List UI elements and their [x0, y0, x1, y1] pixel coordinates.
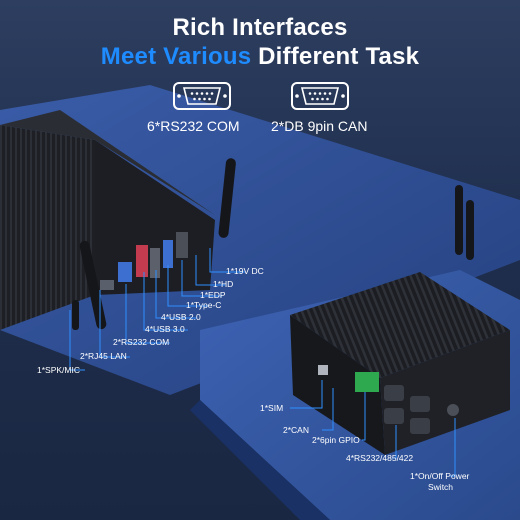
label-usb-2: 4*USB 2.0 [161, 312, 201, 322]
headline-line-1: Rich Interfaces [172, 14, 348, 41]
left-device [0, 110, 236, 330]
headline-rest: Different Task [251, 43, 420, 70]
label-power-switch-line1: 1*On/Off Power [410, 471, 470, 481]
label-can: 2*CAN [283, 425, 309, 435]
can-label: 2*DB 9pin CAN [271, 118, 368, 134]
label-usb-3: 4*USB 3.0 [145, 324, 185, 334]
headline-accent: Meet Various [100, 43, 252, 70]
label-hd: 1*HD [213, 279, 234, 289]
rs232-connector-icon [173, 82, 231, 110]
label-spk-mic: 1*SPK/MIC [37, 365, 80, 375]
label-rs232-com: 2*RS232 COM [113, 337, 170, 347]
db9-connector-icon [291, 82, 349, 110]
right-device [290, 185, 510, 455]
left-platform [0, 85, 520, 395]
label-rj45-lan: 2*RJ45 LAN [80, 351, 127, 361]
label-gpio: 2*6pin GPIO [312, 435, 360, 445]
headline-line-2: Meet Various Different Task [0, 43, 520, 71]
label-19v-dc: 1*19V DC [226, 266, 264, 276]
label-type-c: 1*Type-C [186, 300, 222, 310]
rs232-label: 6*RS232 COM [147, 118, 240, 134]
label-rs232-485-422: 4*RS232/485/422 [346, 453, 414, 463]
right-callout-lines [290, 380, 456, 477]
label-sim: 1*SIM [260, 403, 284, 413]
left-callout-lines [69, 248, 245, 371]
label-power-switch-line2: Switch [428, 482, 454, 492]
label-edp: 1*EDP [200, 290, 226, 300]
